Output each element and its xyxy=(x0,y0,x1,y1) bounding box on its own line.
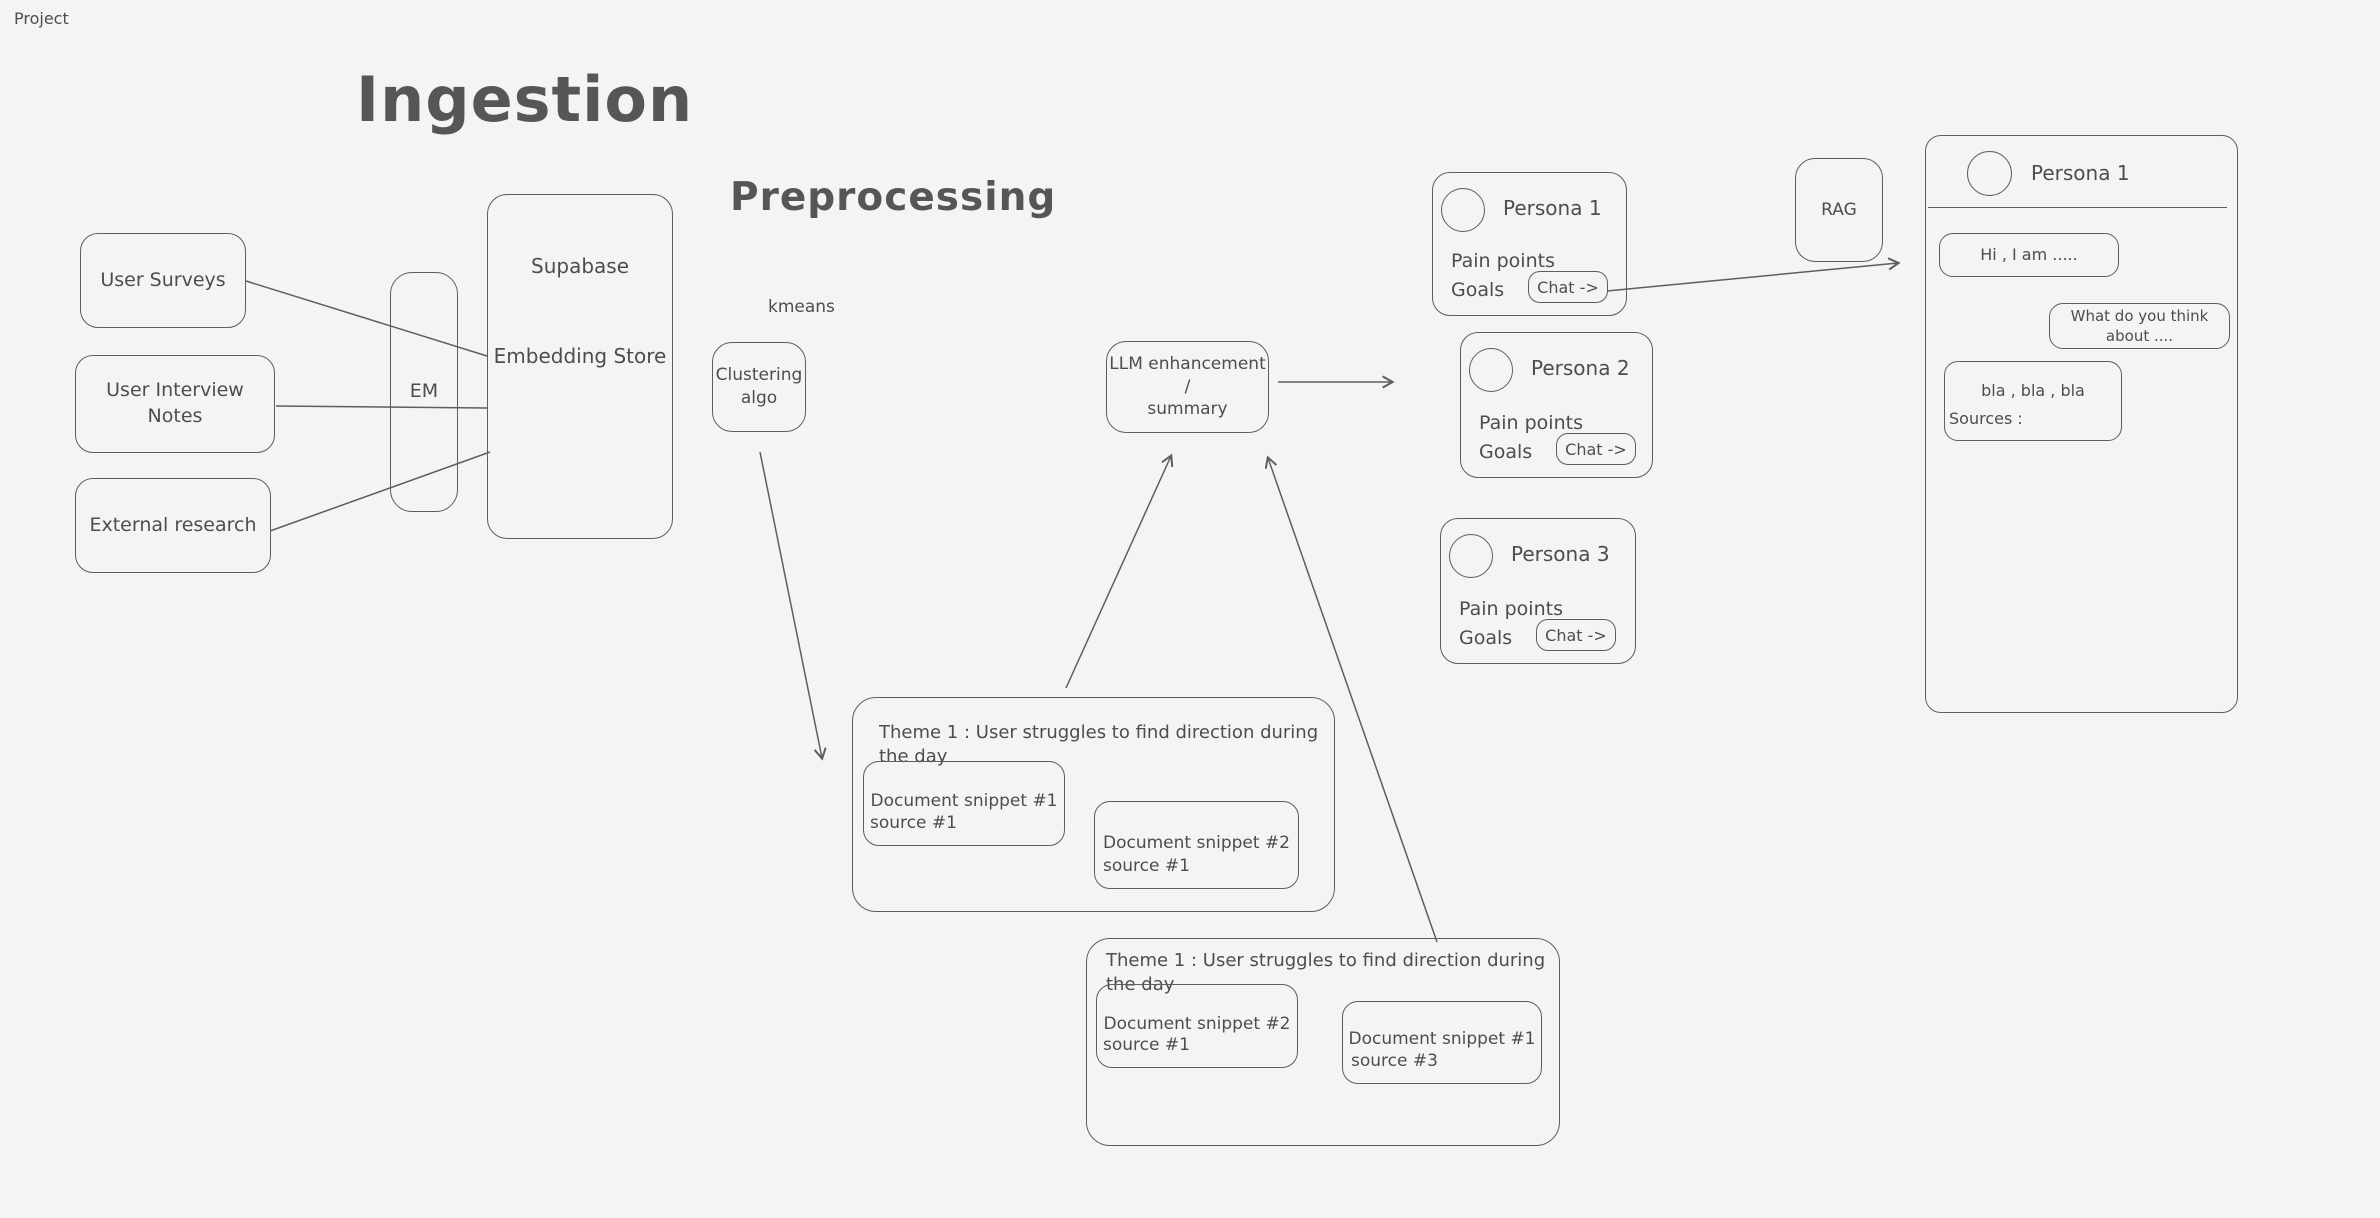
persona-3-card[interactable]: Persona 3 Pain points Goals Chat -> xyxy=(1440,518,1636,664)
em-label: EM xyxy=(409,380,439,403)
chat-panel-avatar xyxy=(1967,151,2012,196)
arrow-theme1-to-llm[interactable] xyxy=(1065,453,1174,689)
chat-message-1[interactable]: Hi , I am ..... xyxy=(1939,233,2119,277)
llm-enhancement-box[interactable]: LLM enhancement / summary xyxy=(1106,341,1269,433)
supabase-store-box[interactable]: Supabase Embedding Store xyxy=(487,194,673,539)
theme-1-snippet-2-title: Document snippet #2 xyxy=(1103,833,1290,853)
rag-box[interactable]: RAG xyxy=(1795,158,1883,262)
theme-1-snippet-2[interactable]: Document snippet #2 source #1 xyxy=(1094,801,1299,889)
theme-2-snippet-1-source: source #1 xyxy=(1103,1035,1190,1056)
embedding-store-label: Embedding Store xyxy=(493,344,667,368)
theme-1-snippet-1[interactable]: Document snippet #1 source #1 xyxy=(863,761,1065,846)
preprocessing-title: Preprocessing xyxy=(730,175,1057,220)
persona-3-goals: Goals xyxy=(1459,627,1513,649)
line-external-research-to-store[interactable] xyxy=(269,451,491,532)
theme-1-snippet-1-source: source #1 xyxy=(870,813,957,834)
theme-2-snippet-2-title: Document snippet #1 xyxy=(1348,1029,1536,1049)
arrow-clustering-to-theme1[interactable] xyxy=(759,451,827,761)
chat-panel-divider xyxy=(1928,207,2227,208)
chat-message-2-text: What do you think about .... xyxy=(2070,306,2209,345)
ingestion-title: Ingestion xyxy=(356,63,694,136)
persona-1-pain-points: Pain points xyxy=(1451,250,1555,272)
chat-message-2[interactable]: What do you think about .... xyxy=(2049,303,2230,349)
persona-1-avatar xyxy=(1441,188,1485,232)
persona-2-goals: Goals xyxy=(1479,441,1533,463)
kmeans-annotation: kmeans xyxy=(768,297,835,317)
persona-1-card[interactable]: Persona 1 Pain points Goals Chat -> xyxy=(1432,172,1627,316)
persona-1-title: Persona 1 xyxy=(1503,196,1602,220)
theme-2-title: Theme 1 : User struggles to find directi… xyxy=(1106,950,1546,996)
persona-2-avatar xyxy=(1469,348,1513,392)
user-surveys-box[interactable]: User Surveys xyxy=(80,233,246,328)
rag-label: RAG xyxy=(1821,199,1857,220)
persona-2-title: Persona 2 xyxy=(1531,356,1630,380)
chat-panel[interactable]: Persona 1 Hi , I am ..... What do you th… xyxy=(1925,135,2238,713)
persona-2-card[interactable]: Persona 2 Pain points Goals Chat -> xyxy=(1460,332,1653,478)
persona-2-chat-button[interactable]: Chat -> xyxy=(1556,433,1636,465)
theme-1-title: Theme 1 : User struggles to find directi… xyxy=(879,722,1319,768)
user-interview-notes-label: User Interview Notes xyxy=(106,379,244,427)
theme-1-snippet-1-title: Document snippet #1 xyxy=(870,791,1058,811)
arrow-chat-to-chat-panel[interactable] xyxy=(1606,257,1901,292)
chat-message-3-text: bla , bla , bla xyxy=(1981,381,2085,400)
theme-2-snippet-2[interactable]: Document snippet #1 source #3 xyxy=(1342,1001,1542,1084)
external-research-label: External research xyxy=(89,513,257,536)
theme-2-snippet-2-source: source #3 xyxy=(1351,1051,1438,1072)
chat-message-3[interactable]: bla , bla , bla Sources : xyxy=(1944,361,2122,441)
chat-panel-title: Persona 1 xyxy=(2031,161,2130,185)
supabase-label: Supabase xyxy=(531,254,629,278)
theme-2-snippet-1-title: Document snippet #2 xyxy=(1103,1014,1291,1034)
persona-2-pain-points: Pain points xyxy=(1479,412,1583,434)
user-interview-notes-box[interactable]: User Interview Notes xyxy=(75,355,275,453)
persona-3-avatar xyxy=(1449,534,1493,578)
arrow-theme2-to-llm[interactable] xyxy=(1264,455,1438,943)
persona-1-goals: Goals xyxy=(1451,279,1505,301)
persona-3-chat-button[interactable]: Chat -> xyxy=(1536,619,1616,651)
chat-message-1-text: Hi , I am ..... xyxy=(1980,245,2078,265)
persona-3-pain-points: Pain points xyxy=(1459,598,1563,620)
theme-box-1[interactable]: Theme 1 : User struggles to find directi… xyxy=(852,697,1335,912)
user-surveys-label: User Surveys xyxy=(100,268,226,291)
line-user-surveys-to-store[interactable] xyxy=(245,280,488,357)
persona-1-chat-button[interactable]: Chat -> xyxy=(1528,271,1608,303)
theme-1-snippet-2-source: source #1 xyxy=(1103,856,1190,877)
theme-box-2[interactable]: Theme 1 : User struggles to find directi… xyxy=(1086,938,1560,1146)
theme-2-snippet-1[interactable]: Document snippet #2 source #1 xyxy=(1096,984,1298,1068)
chat-message-3-sources: Sources : xyxy=(1949,409,2023,429)
clustering-algo-box[interactable]: Clustering algo xyxy=(712,342,806,432)
llm-enhancement-label: LLM enhancement / summary xyxy=(1109,353,1266,420)
clustering-algo-label: Clustering algo xyxy=(715,365,803,408)
project-label: Project xyxy=(14,9,69,28)
em-box[interactable]: EM xyxy=(390,272,458,512)
external-research-box[interactable]: External research xyxy=(75,478,271,573)
line-interview-notes-to-store[interactable] xyxy=(275,405,488,409)
persona-3-title: Persona 3 xyxy=(1511,542,1610,566)
